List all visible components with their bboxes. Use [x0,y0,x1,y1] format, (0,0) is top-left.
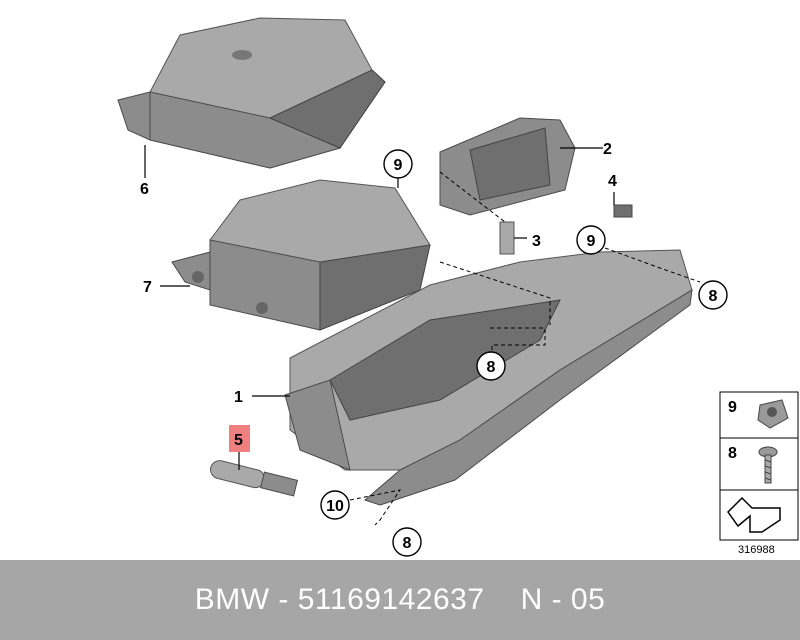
callout-7: 7 [143,279,152,296]
dashed-leaders [349,171,701,526]
callout-5: 5 [234,432,243,449]
callout-8-bottom: 8 [403,535,412,552]
nut-clip-icon [757,399,789,429]
callout-8-middle: 8 [487,359,496,376]
footer-brand: BMW [194,583,270,616]
callout-9-right: 9 [587,233,596,250]
footer-bar: BMW - 51169142637 N - 05 [0,560,800,640]
arrow-direction-icon [727,496,781,533]
part-3-clip [499,221,515,255]
part-5-switch [210,460,299,497]
callout-10: 10 [326,498,344,515]
callout-5-highlight [229,425,250,452]
part-2-bin [439,117,576,216]
parts-diagram: 2 3 4 6 7 1 5 9 9 8 8 10 8 9 8 316988 [117,17,799,557]
footer-code: N - 05 [520,583,606,616]
callout-2: 2 [603,141,612,158]
part-7-insert [171,179,431,331]
callout-9-top: 9 [394,157,403,174]
callout-8-right: 8 [709,288,718,305]
screw-icon [758,446,778,484]
callout-4: 4 [608,173,617,190]
callout-1: 1 [234,389,243,406]
footer-separator: - [278,583,289,616]
callout-6: 6 [140,181,149,198]
legend-item-8: 8 [728,445,737,462]
callout-3: 3 [532,233,541,250]
part-6-cover [117,17,386,169]
part-4-clip [613,204,633,218]
legend-item-9: 9 [728,399,737,416]
fastener-legend: 9 8 [719,391,799,541]
leader-lines [144,145,615,470]
diagram-id: 316988 [738,544,775,556]
footer-part-number: 51169142637 [297,583,485,616]
